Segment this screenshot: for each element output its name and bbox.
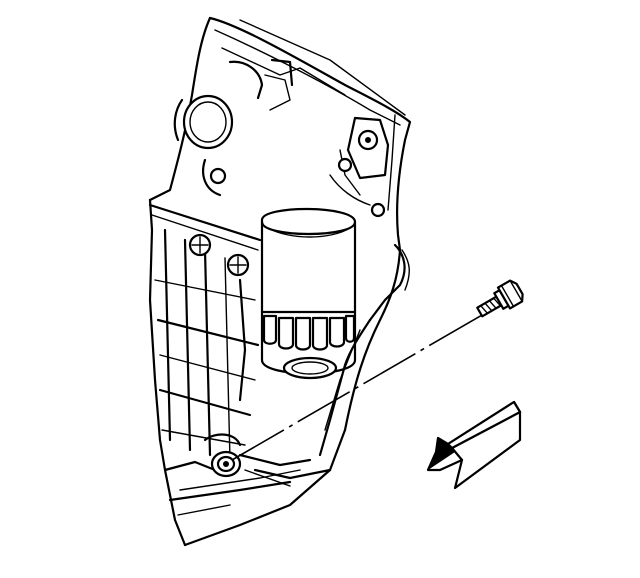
drain-plug-bolt-icon [476,279,524,318]
view-direction-arrow-icon [426,400,522,490]
installation-leader-line [231,314,483,461]
drain-plug-hole [210,450,242,478]
lower-case [163,433,332,516]
upper-case-fittings [173,58,390,218]
bell-housing-ribs [148,203,262,461]
filter-grip-flutes [262,314,356,351]
oil-filter [260,207,357,380]
case-flange [318,243,410,457]
transmission-case [148,16,412,547]
